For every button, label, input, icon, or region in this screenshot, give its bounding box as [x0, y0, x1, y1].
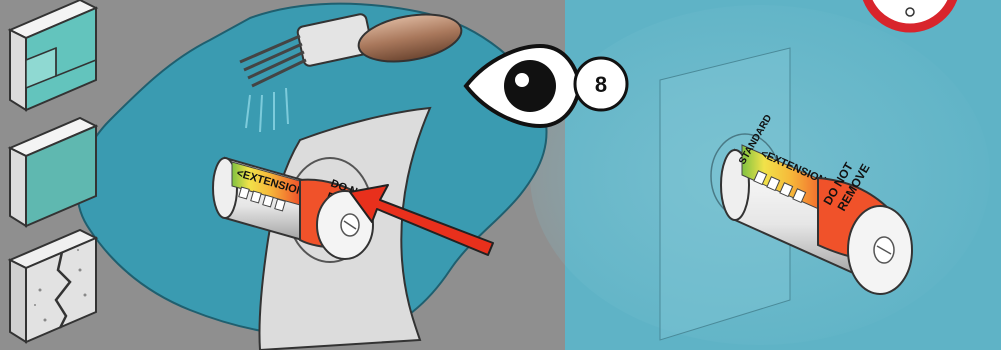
step-number: 8 [595, 72, 607, 97]
step-number-badge: 8 [575, 58, 627, 110]
